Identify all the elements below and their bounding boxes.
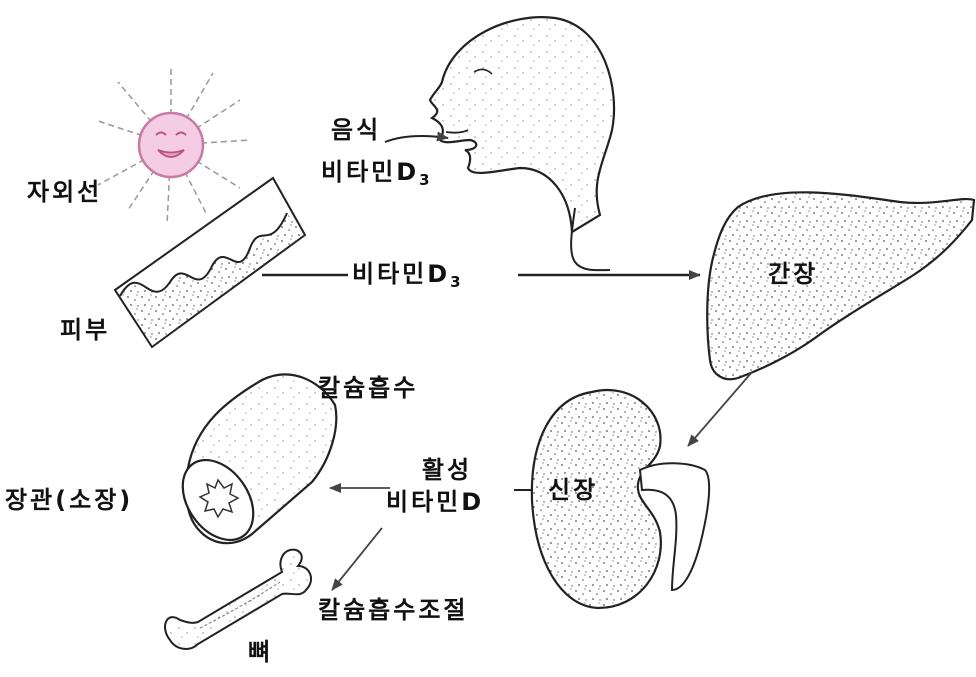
head-illustration [430,17,614,232]
food-arrow [385,136,448,142]
intestine-label: 장관(소장) [5,488,133,512]
active-vitamin-d-line1: 활성 [397,458,497,482]
uv-label: 자외선 [27,180,102,204]
to-bone-arrow [332,528,382,590]
vitamin-d3-skin-text: 비타민D [352,260,450,288]
vitamin-d3-skin-subscript: 3 [450,273,463,291]
vitamin-d3-skin-label: 비타민D3 [352,262,464,290]
calcium-regulation-label: 칼슘흡수조절 [318,598,468,622]
liver-illustration [707,192,974,379]
liver-to-kidney-arrow [688,372,752,446]
kidney-label: 신장 [548,478,598,502]
bone-illustration [165,550,311,649]
skin-illustration [115,178,305,347]
vitamin-d3-mouth-text: 비타민D [321,158,419,186]
bone-label: 뼈 [248,640,273,664]
food-label: 음식 [331,118,381,142]
intestine-illustration [168,374,336,553]
vitamin-d3-mouth-label: 비타민D3 [321,160,433,188]
liver-label: 간장 [768,262,818,286]
skin-label: 피부 [60,318,110,342]
calcium-absorption-label: 칼슘흡수 [318,376,418,400]
vitamin-d3-mouth-subscript: 3 [419,171,432,189]
sun-icon [95,65,250,225]
active-vitamin-d-line2: 비타민D [386,490,484,514]
